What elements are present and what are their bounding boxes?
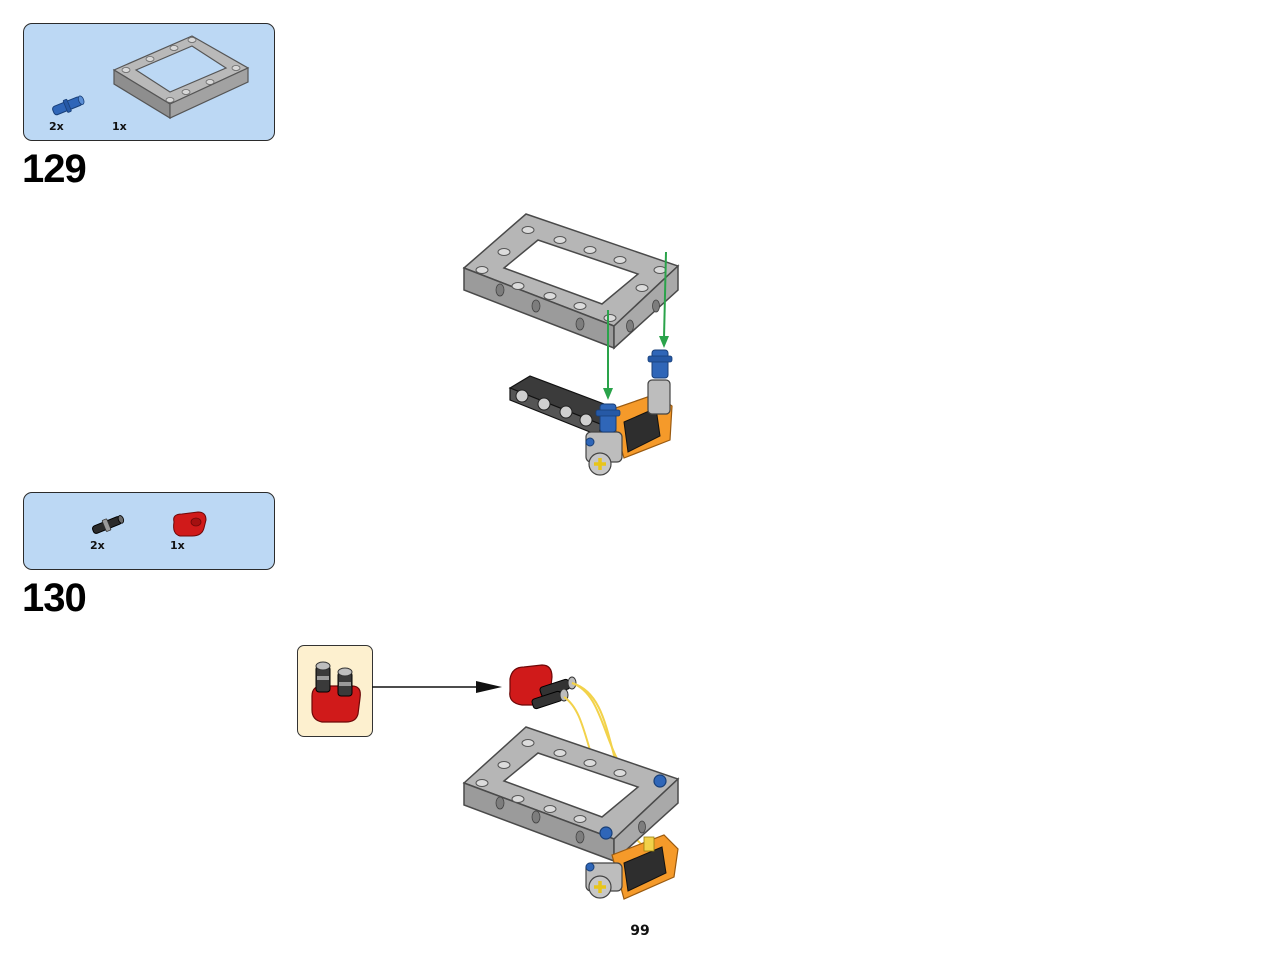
assembly-illustration-step-129 — [462, 213, 680, 476]
part-qty: 2x — [49, 120, 64, 133]
red-connector-with-pins-icon — [311, 661, 361, 723]
subassembly-callout — [297, 645, 373, 737]
step-number-129: 129 — [22, 147, 87, 191]
assembly-illustration-step-130 — [372, 664, 680, 900]
page-number: 99 — [630, 923, 650, 939]
gray-frame-icon — [112, 35, 250, 120]
parts-list-step-129: 2x 1x — [23, 23, 275, 141]
blue-connector-pin-icon — [52, 95, 85, 116]
parts-list-step-130: 2x 1x — [23, 492, 275, 570]
step-number-130: 130 — [22, 576, 87, 620]
black-connector-pin-icon — [91, 515, 125, 534]
part-qty: 1x — [112, 120, 127, 133]
part-qty: 2x — [90, 539, 105, 552]
red-connector-block-icon — [173, 511, 207, 537]
part-qty: 1x — [170, 539, 185, 552]
